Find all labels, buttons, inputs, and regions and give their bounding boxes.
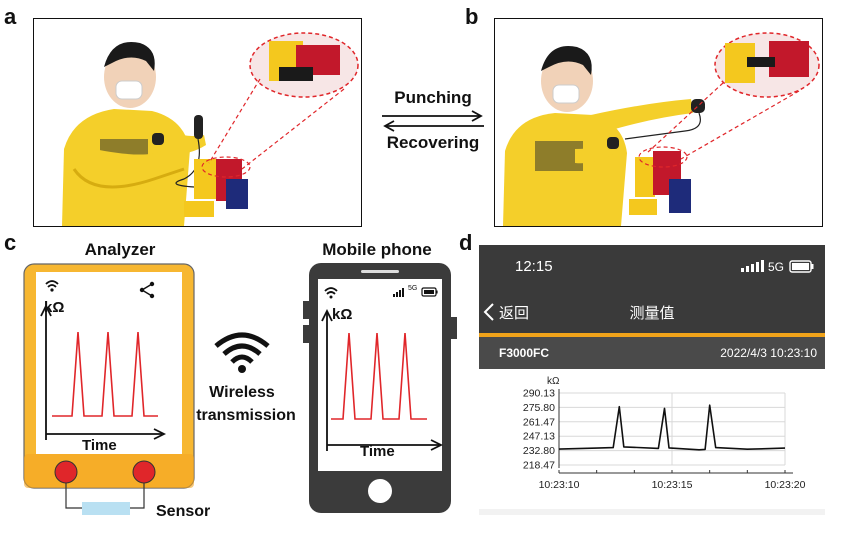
back-button[interactable]: 返回 bbox=[481, 297, 545, 327]
nav-bar: 返回 测量值 bbox=[479, 291, 825, 333]
chevron-left-icon bbox=[483, 303, 494, 321]
device-id: F3000FC bbox=[499, 346, 550, 360]
analyzer-x-label: Time bbox=[82, 437, 117, 454]
data-series-line bbox=[558, 404, 786, 451]
double-arrow-icon bbox=[382, 110, 484, 132]
analyzer-y-unit: kΩ bbox=[44, 299, 65, 316]
person-illustration-b bbox=[503, 32, 820, 226]
wireless-label-line1: Wireless bbox=[209, 384, 275, 401]
panel-letter-a: a bbox=[4, 4, 17, 29]
y-tick-label: 218.47 bbox=[523, 460, 555, 472]
back-label: 返回 bbox=[499, 305, 530, 322]
panel-letter-b: b bbox=[465, 4, 479, 29]
y-tick-label: 290.13 bbox=[523, 388, 555, 400]
panel-letter-c: c bbox=[4, 230, 17, 255]
sensor-label: Sensor bbox=[156, 503, 211, 520]
mobile-phone-device bbox=[303, 263, 457, 513]
x-tick-label: 10:23:10 bbox=[539, 479, 580, 491]
status-time: 12:15 bbox=[515, 258, 553, 275]
punching-label: Punching bbox=[394, 88, 472, 107]
person-illustration-a bbox=[62, 32, 359, 226]
recovering-label: Recovering bbox=[386, 133, 480, 152]
cell-signal-icon bbox=[741, 260, 764, 272]
photo-person-holding-controller bbox=[33, 18, 362, 227]
analyzer-device bbox=[23, 263, 195, 515]
accent-line bbox=[479, 333, 825, 337]
mobile-phone-title: Mobile phone bbox=[322, 240, 432, 259]
photo-person-punching bbox=[494, 18, 823, 227]
y-tick-label: 232.80 bbox=[523, 445, 555, 457]
phone-network-label: 5G bbox=[408, 285, 418, 292]
x-tick-label: 10:23:15 bbox=[652, 479, 693, 491]
analyzer-title: Analyzer bbox=[84, 240, 156, 259]
panel-letter-d: d bbox=[459, 230, 473, 255]
phone-x-label: Time bbox=[360, 443, 395, 460]
app-screenshot: 12:15 5G 返回 测量值 F3000FC 2022/4/3 10:23:1… bbox=[479, 245, 825, 515]
x-tick-label: 10:23:20 bbox=[765, 479, 806, 491]
page-title: 测量值 bbox=[629, 305, 675, 322]
y-tick-label: 247.13 bbox=[523, 431, 555, 443]
y-tick-label: 261.47 bbox=[523, 416, 555, 428]
wireless-label-line2: transmission bbox=[196, 407, 296, 424]
wifi-icon bbox=[214, 332, 270, 373]
y-axis-unit: kΩ bbox=[547, 376, 560, 387]
phone-y-unit: kΩ bbox=[332, 306, 353, 323]
battery-icon bbox=[789, 260, 814, 273]
status-bar: 12:15 5G bbox=[479, 245, 825, 291]
y-tick-label: 275.80 bbox=[523, 402, 555, 414]
device-info-bar: F3000FC 2022/4/3 10:23:10 bbox=[479, 337, 825, 369]
measurement-datetime: 2022/4/3 10:23:10 bbox=[720, 346, 817, 360]
status-network: 5G bbox=[768, 260, 785, 274]
